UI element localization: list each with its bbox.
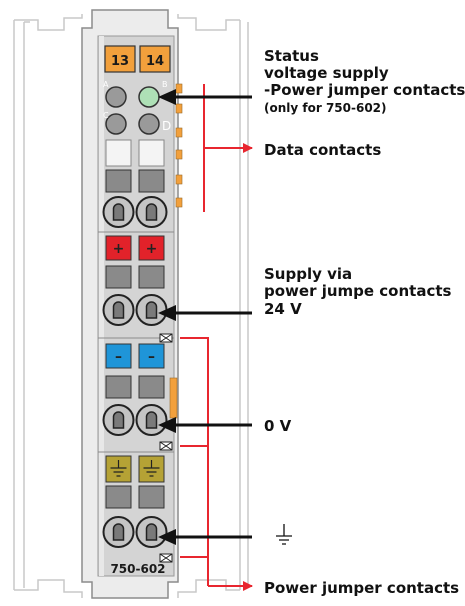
label-voltage-supply: voltage supply [264, 64, 389, 82]
clamp-socket [102, 404, 135, 436]
data-contact-pads [175, 83, 183, 208]
led-mark-b: B [162, 80, 168, 89]
clamp-socket [135, 294, 168, 326]
power-jumper-bracket [180, 337, 253, 591]
ground-terminal-2 [138, 455, 165, 483]
module-code: 750-602 [110, 562, 165, 576]
label-status: Status [264, 47, 319, 65]
ground-symbol-icon [110, 460, 127, 477]
minus-terminal-2 [138, 343, 165, 369]
arrow-supply-24v [158, 305, 252, 321]
din-rail-carrier [13, 14, 249, 598]
arrow-ground [158, 529, 252, 545]
label-0v: 0 V [264, 417, 292, 435]
arrow-zero-v [158, 417, 252, 433]
black-arrows [158, 89, 252, 545]
terminal-number-tags: 13 14 [104, 45, 171, 73]
clamp-socket [135, 196, 168, 228]
label-power-jumpe-contacts: power jumpe contacts [264, 282, 452, 300]
plus-terminal-1 [105, 235, 132, 261]
marker-slots [105, 139, 165, 167]
minus-terminal-1 [105, 343, 132, 369]
minus-sign-2: – [148, 349, 155, 365]
led-d [138, 113, 160, 135]
terminal-number-14: 14 [146, 54, 164, 69]
led-mark-a: A [103, 80, 109, 89]
ground-symbol-icon [143, 460, 160, 477]
power-jumper-bar [169, 377, 178, 419]
label-24v: 24 V [264, 300, 302, 318]
label-power-jumper-contacts: Power jumper contacts [264, 579, 460, 597]
led-a [105, 86, 127, 108]
label-supply-via: Supply via [264, 265, 353, 283]
label-power-jumper: -Power jumper contacts [264, 81, 465, 99]
release-buttons [105, 169, 165, 509]
plus-sign-1: + [113, 241, 125, 257]
label-data-contacts: Data contacts [264, 141, 382, 159]
clamp-socket [135, 404, 168, 436]
led-c [105, 113, 127, 135]
plus-terminal-2 [138, 235, 165, 261]
status-led-green [138, 86, 160, 108]
led-mark-c: C [103, 111, 109, 120]
clamp-sockets [102, 196, 168, 548]
ground-terminal-1 [105, 455, 132, 483]
clamp-socket [102, 516, 135, 548]
plus-sign-2: + [146, 241, 158, 257]
arrow-status-led [158, 89, 252, 105]
clamp-socket [135, 516, 168, 548]
clamp-socket [102, 196, 135, 228]
label-only-for: (only for 750-602) [264, 101, 387, 115]
terminal-number-13: 13 [111, 54, 129, 69]
terminal-markers: + + – – [105, 235, 165, 483]
clamp-socket [102, 294, 135, 326]
data-contacts-bracket [203, 84, 253, 212]
jumper-cross-marks [159, 333, 173, 563]
led-mark-d: D [162, 119, 171, 133]
ground-symbol-icon [276, 524, 292, 545]
minus-sign-1: – [115, 349, 122, 365]
